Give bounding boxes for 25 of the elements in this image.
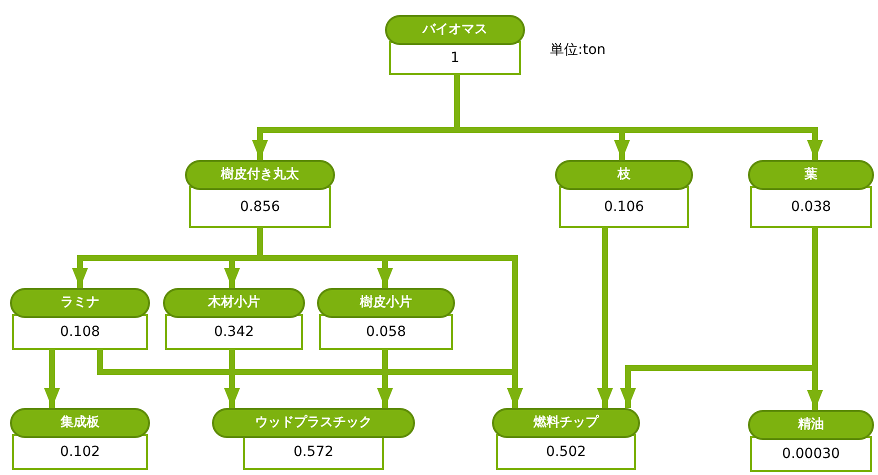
header-pill: 木材小片 — [163, 288, 305, 318]
arrow — [44, 350, 60, 408]
value-box: 0.102 — [12, 434, 148, 470]
header-pill: 樹皮付き丸太 — [185, 160, 335, 190]
header-pill: 葉 — [748, 160, 874, 190]
header-pill: 燃料チップ — [492, 408, 640, 438]
arrow — [597, 228, 613, 408]
value-box: 0.502 — [496, 434, 636, 470]
header-pill: ウッドプラスチック — [212, 408, 415, 438]
arrow — [224, 350, 240, 408]
header-pill: 精油 — [748, 410, 874, 440]
value-box: 0.342 — [165, 314, 303, 350]
arrow — [377, 350, 393, 408]
header-pill: ラミナ — [10, 288, 150, 318]
value-box: 0.00030 — [750, 436, 872, 472]
header-pill: 集成板 — [10, 408, 150, 438]
value-box: 0.058 — [319, 314, 453, 350]
header-pill: バイオマス — [385, 15, 525, 45]
value-box: 0.038 — [750, 186, 872, 228]
value-box: 0.856 — [189, 186, 331, 228]
header-pill: 樹皮小片 — [317, 288, 455, 318]
header-pill: 枝 — [555, 160, 693, 190]
unit-note: 単位:ton — [550, 41, 606, 60]
value-box: 0.106 — [559, 186, 689, 228]
value-box: 0.108 — [12, 314, 148, 350]
